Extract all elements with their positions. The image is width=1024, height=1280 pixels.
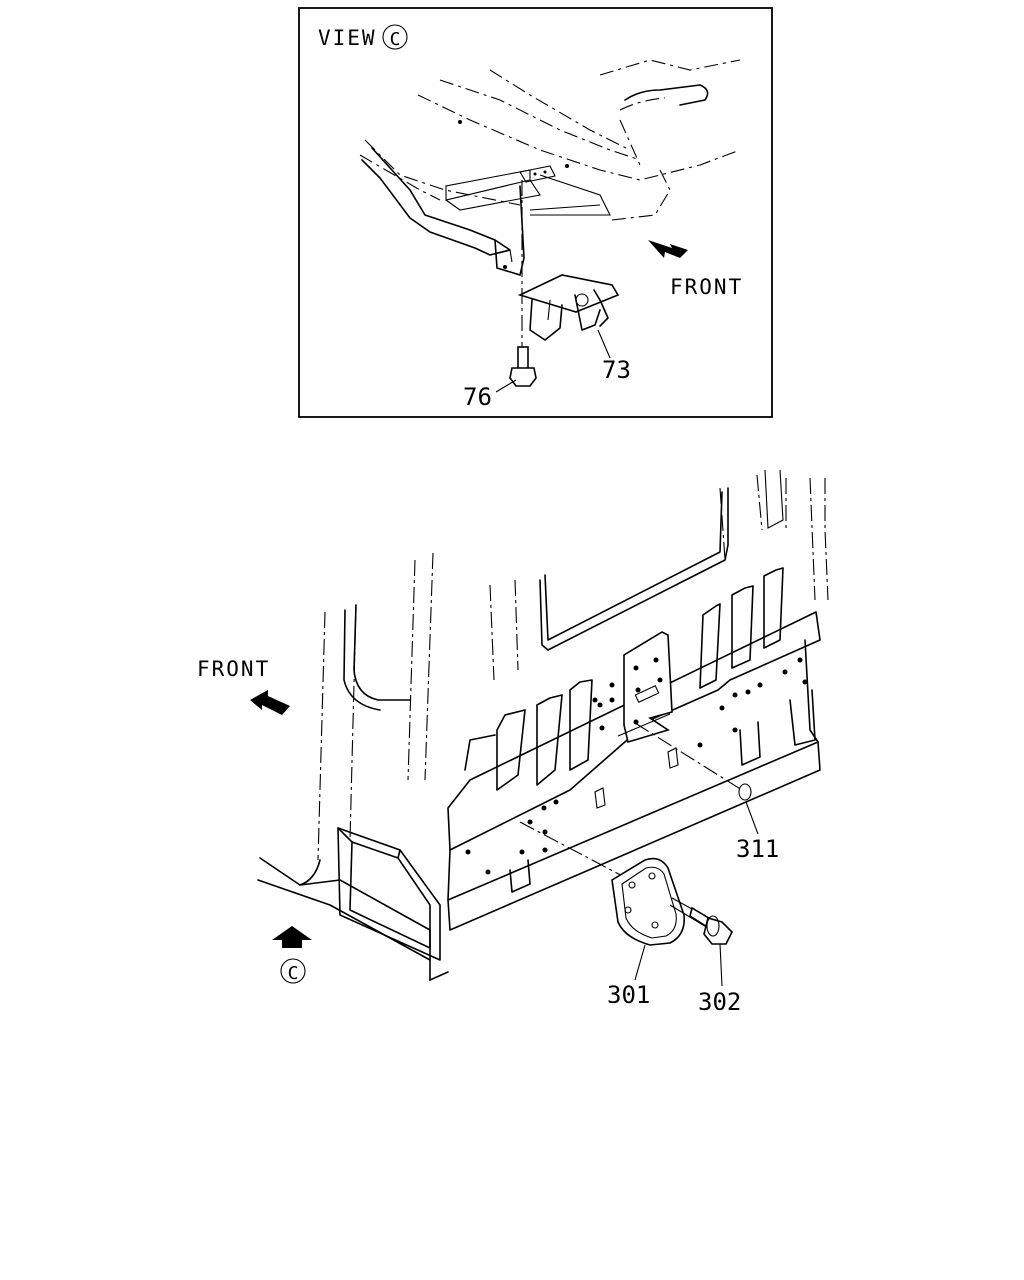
centerline-311 bbox=[634, 722, 743, 791]
upper-mount-plate bbox=[592, 631, 673, 744]
callout-302: 302 bbox=[698, 988, 741, 1016]
part-76-bolt bbox=[509, 346, 537, 387]
view-ref-letter: C bbox=[390, 29, 401, 50]
callout-76: 76 bbox=[463, 383, 492, 411]
callout-301: 301 bbox=[607, 981, 650, 1009]
step-box bbox=[337, 827, 441, 961]
part-302-bolt bbox=[669, 897, 733, 945]
leader-76 bbox=[495, 379, 517, 393]
main-front-label: FRONT bbox=[197, 657, 270, 681]
part-301-plate bbox=[611, 857, 686, 946]
view-ref-circle bbox=[382, 24, 408, 50]
cab-rear-view: 311 301 302 FRONT C bbox=[197, 469, 829, 1016]
leader-73 bbox=[597, 329, 611, 359]
front-arrow-icon bbox=[648, 240, 688, 258]
inset-view-c: VIEW C bbox=[298, 7, 773, 418]
leader-302 bbox=[719, 943, 723, 987]
cab-body bbox=[257, 474, 829, 981]
inset-frame bbox=[298, 7, 773, 418]
leader-301 bbox=[634, 944, 646, 981]
floor-panel bbox=[359, 59, 741, 221]
channel-ribs bbox=[464, 567, 784, 791]
part-73-bracket bbox=[517, 274, 620, 341]
cross-member bbox=[447, 611, 821, 931]
callout-311: 311 bbox=[736, 835, 779, 863]
part-311-ring bbox=[738, 783, 752, 801]
callout-73: 73 bbox=[602, 356, 631, 384]
view-label: VIEW bbox=[318, 26, 377, 50]
view-c-marker-circle bbox=[280, 958, 306, 984]
leader-311 bbox=[745, 801, 759, 835]
centerline-301 bbox=[519, 821, 631, 881]
rear-window bbox=[489, 469, 784, 681]
frame-rail bbox=[361, 120, 569, 276]
view-c-arrow-icon bbox=[272, 926, 312, 948]
front-arrow-icon-main bbox=[250, 690, 290, 715]
inset-front-label: FRONT bbox=[670, 275, 743, 299]
view-c-marker-letter: C bbox=[288, 963, 299, 984]
